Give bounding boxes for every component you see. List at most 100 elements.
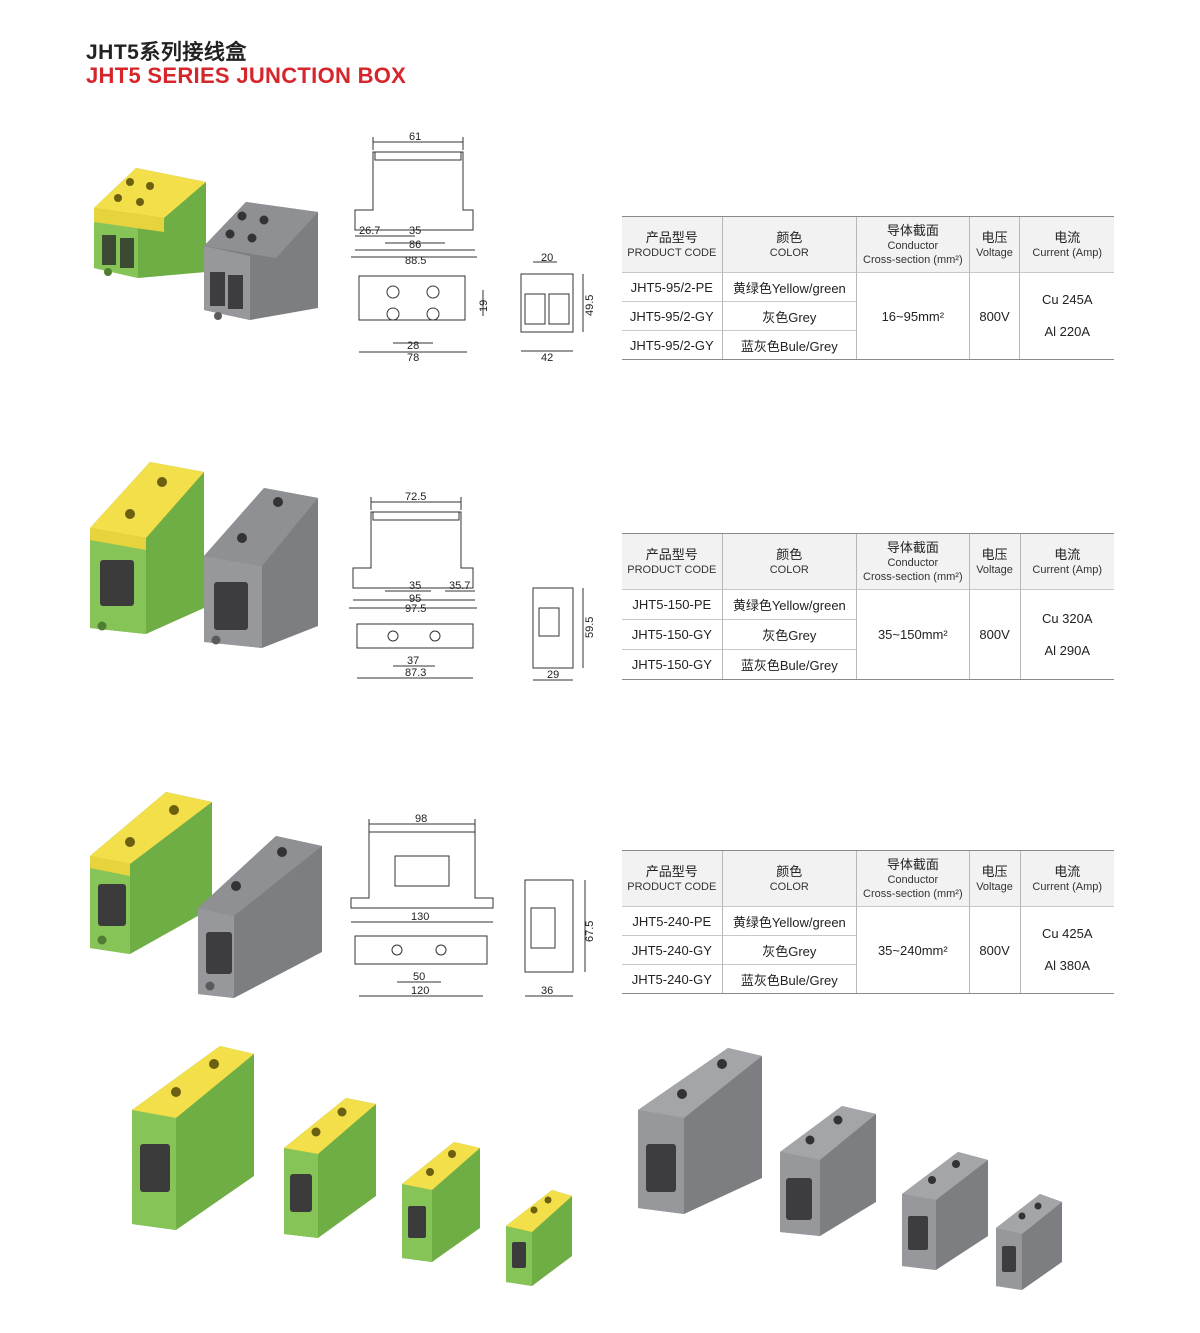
junction-box-yellow-green-medium — [284, 1098, 376, 1238]
junction-box-grey-mini — [996, 1194, 1062, 1290]
dim-side-h: 67.5 — [584, 921, 596, 942]
product-color: 黄绿色Yellow/green — [721, 906, 857, 936]
dim-base-w: 87.3 — [405, 667, 426, 679]
dim-d2: 35.7 — [449, 580, 470, 592]
dim-side-top: 20 — [541, 252, 553, 264]
dim-d4: 88.5 — [405, 255, 426, 267]
dim-hole-h: 19 — [478, 300, 490, 312]
dim-base-w: 78 — [407, 352, 419, 364]
junction-box-yellow-green-large — [132, 1046, 254, 1230]
product-color: 蓝灰色Bule/Grey — [721, 964, 857, 994]
dim-side-w: 42 — [541, 352, 553, 364]
junction-box-yellow-green-mini — [506, 1190, 572, 1286]
dim-side-w: 36 — [541, 985, 553, 997]
junction-box-yellow-green — [90, 792, 212, 954]
dimension-drawing-95-2: 61 26.7 35 86 88.5 19 28 78 20 49.5 42 — [351, 131, 596, 364]
dim-hole-w: 37 — [407, 655, 419, 667]
dim-top-width: 72.5 — [405, 491, 426, 503]
product-photo-95-2 — [94, 168, 318, 320]
junction-box-grey-small — [902, 1152, 988, 1270]
cross-section-value: 35~150mm² — [856, 589, 970, 680]
dim-d1: 35 — [409, 580, 421, 592]
dim-hole-w: 28 — [407, 340, 419, 352]
junction-box-grey — [204, 488, 318, 648]
cross-section-value: 16~95mm² — [856, 272, 970, 360]
table-row: JHT5-95/2-GY 蓝灰色Bule/Grey — [622, 330, 1114, 360]
product-code: JHT5-240-GY — [622, 964, 723, 994]
junction-box-yellow-green-small — [402, 1142, 480, 1262]
page-title-en: JHT5 SERIES JUNCTION BOX — [86, 63, 407, 88]
product-color: 黄绿色Yellow/green — [721, 272, 857, 302]
dim-side-w: 29 — [547, 669, 559, 681]
product-photo-150 — [90, 462, 318, 648]
table-row: JHT5-150-GY 灰色Grey — [622, 619, 1114, 650]
product-color: 蓝灰色Bule/Grey — [721, 330, 857, 360]
product-code: JHT5-95/2-PE — [622, 272, 723, 302]
junction-box-grey — [204, 202, 318, 320]
table-row: JHT5-240-PE 黄绿色Yellow/green 35~240mm² 80… — [622, 906, 1114, 994]
dim-base-w: 120 — [411, 985, 429, 997]
dim-top-width: 98 — [415, 813, 427, 825]
product-code: JHT5-150-PE — [622, 589, 723, 620]
product-color: 灰色Grey — [721, 935, 857, 965]
junction-box-yellow-green — [90, 462, 204, 634]
product-photo-240 — [90, 792, 322, 998]
table-row: JHT5-240-GY 灰色Grey — [622, 935, 1114, 965]
dim-d3: 130 — [411, 911, 429, 923]
dim-top-width: 61 — [409, 131, 421, 143]
junction-box-yellow-green — [94, 168, 206, 278]
product-color: 灰色Grey — [721, 301, 857, 331]
page-title-cn: JHT5系列接线盒 — [86, 41, 247, 64]
dim-hole-w: 50 — [413, 971, 425, 983]
product-family-photo-yellow-green — [132, 1046, 572, 1286]
dim-d1: 26.7 — [359, 225, 380, 237]
product-color: 黄绿色Yellow/green — [721, 589, 857, 620]
dim-d3: 95 — [409, 593, 421, 605]
product-family-photo-grey — [638, 1048, 1062, 1290]
product-code: JHT5-240-PE — [622, 906, 723, 936]
dim-side-h: 59.5 — [584, 617, 596, 638]
dim-d2: 35 — [409, 225, 421, 237]
voltage-value: 800V — [968, 589, 1020, 680]
table-row: JHT5-240-GY 蓝灰色Bule/Grey — [622, 964, 1114, 994]
dim-d4: 97.5 — [405, 603, 426, 615]
voltage-value: 800V — [968, 272, 1020, 360]
dimension-drawing-150: 72.5 35 35.7 95 97.5 37 87.3 59.5 29 — [349, 491, 596, 681]
junction-box-grey-medium — [780, 1106, 876, 1236]
junction-box-grey — [198, 836, 322, 998]
product-code: JHT5-150-GY — [622, 649, 723, 680]
dim-side-h: 49.5 — [584, 295, 596, 316]
dimension-drawing-240: 98 130 50 120 67.5 36 — [350, 813, 596, 997]
dim-d3: 86 — [409, 239, 421, 251]
product-code: JHT5-95/2-GY — [622, 301, 723, 331]
table-row: JHT5-95/2-PE 黄绿色Yellow/green 16~95mm² 80… — [622, 272, 1114, 360]
voltage-value: 800V — [968, 906, 1020, 994]
cross-section-value: 35~240mm² — [856, 906, 970, 994]
table-row: JHT5-95/2-GY 灰色Grey — [622, 301, 1114, 331]
product-code: JHT5-95/2-GY — [622, 330, 723, 360]
product-color: 灰色Grey — [721, 619, 857, 650]
product-color: 蓝灰色Bule/Grey — [721, 649, 857, 680]
product-code: JHT5-150-GY — [622, 619, 723, 650]
junction-box-grey-large — [638, 1048, 762, 1214]
